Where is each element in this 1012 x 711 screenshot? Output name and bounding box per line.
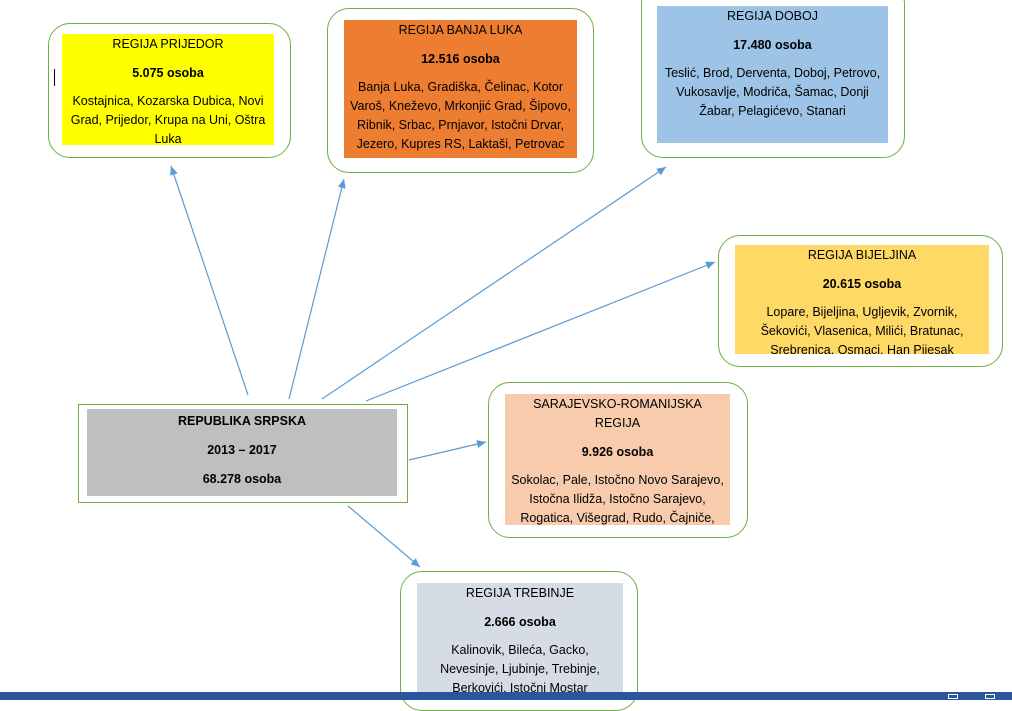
- arrow-to-trebinje: [347, 505, 421, 568]
- region-title: REGIJA TREBINJE: [465, 586, 575, 600]
- text-cursor: [54, 69, 55, 86]
- region-count: 17.480 osoba: [733, 38, 812, 52]
- root-title: REPUBLIKA SRPSKA: [177, 414, 307, 428]
- region-towns: Banja Luka, Gradiška, Čelinac, Kotor Var…: [350, 80, 571, 151]
- region-count: 2.666 osoba: [484, 615, 556, 629]
- region-count: 5.075 osoba: [132, 66, 204, 80]
- print-layout-icon[interactable]: [985, 694, 995, 699]
- region-title: REGIJA DOBOJ: [727, 9, 818, 23]
- region-title: REGIJA BANJA LUKA: [398, 23, 523, 37]
- root-box: REPUBLIKA SRPSKA 2013 – 2017 68.278 osob…: [87, 409, 397, 496]
- region-title: SARAJEVSKO-ROMANIJSKA REGIJA: [533, 397, 702, 430]
- region-towns: Lopare, Bijeljina, Ugljevik, Zvornik, Še…: [760, 305, 964, 354]
- status-bar: [0, 692, 1012, 700]
- region-box-sarajevo: SARAJEVSKO-ROMANIJSKA REGIJA 9.926 osoba…: [505, 394, 730, 525]
- root-count: 68.278 osoba: [202, 472, 282, 486]
- region-count: 9.926 osoba: [581, 445, 654, 459]
- region-towns: Kalinovik, Bileća, Gacko, Nevesinje, Lju…: [440, 643, 600, 695]
- arrow-to-banja-luka: [288, 178, 346, 400]
- arrow-to-prijedor: [170, 165, 249, 396]
- region-towns: Kostajnica, Kozarska Dubica, Novi Grad, …: [70, 94, 266, 145]
- arrow-to-sarajevo: [408, 440, 487, 461]
- region-count: 20.615 osoba: [822, 277, 902, 291]
- arrow-to-doboj: [321, 166, 667, 400]
- region-box-prijedor: REGIJA PRIJEDOR 5.075 osoba Kostajnica, …: [62, 34, 274, 145]
- region-box-trebinje: REGIJA TREBINJE 2.666 osoba Kalinovik, B…: [417, 583, 623, 700]
- region-box-doboj: REGIJA DOBOJ 17.480 osoba Teslić, Brod, …: [657, 6, 888, 143]
- region-title: REGIJA BIJELJINA: [807, 248, 917, 262]
- region-box-bijeljina: REGIJA BIJELJINA 20.615 osoba Lopare, Bi…: [735, 245, 989, 354]
- region-towns: Sokolac, Pale, Istočno Novo Sarajevo, Is…: [511, 473, 724, 525]
- root-years: 2013 – 2017: [207, 443, 277, 457]
- region-count: 12.516 osoba: [421, 52, 500, 66]
- region-box-banja-luka: REGIJA BANJA LUKA 12.516 osoba Banja Luk…: [344, 20, 577, 158]
- region-towns: Teslić, Brod, Derventa, Doboj, Petrovo, …: [664, 66, 881, 118]
- region-title: REGIJA PRIJEDOR: [112, 37, 224, 51]
- read-mode-icon[interactable]: [948, 694, 958, 699]
- arrow-to-bijeljina: [365, 261, 716, 402]
